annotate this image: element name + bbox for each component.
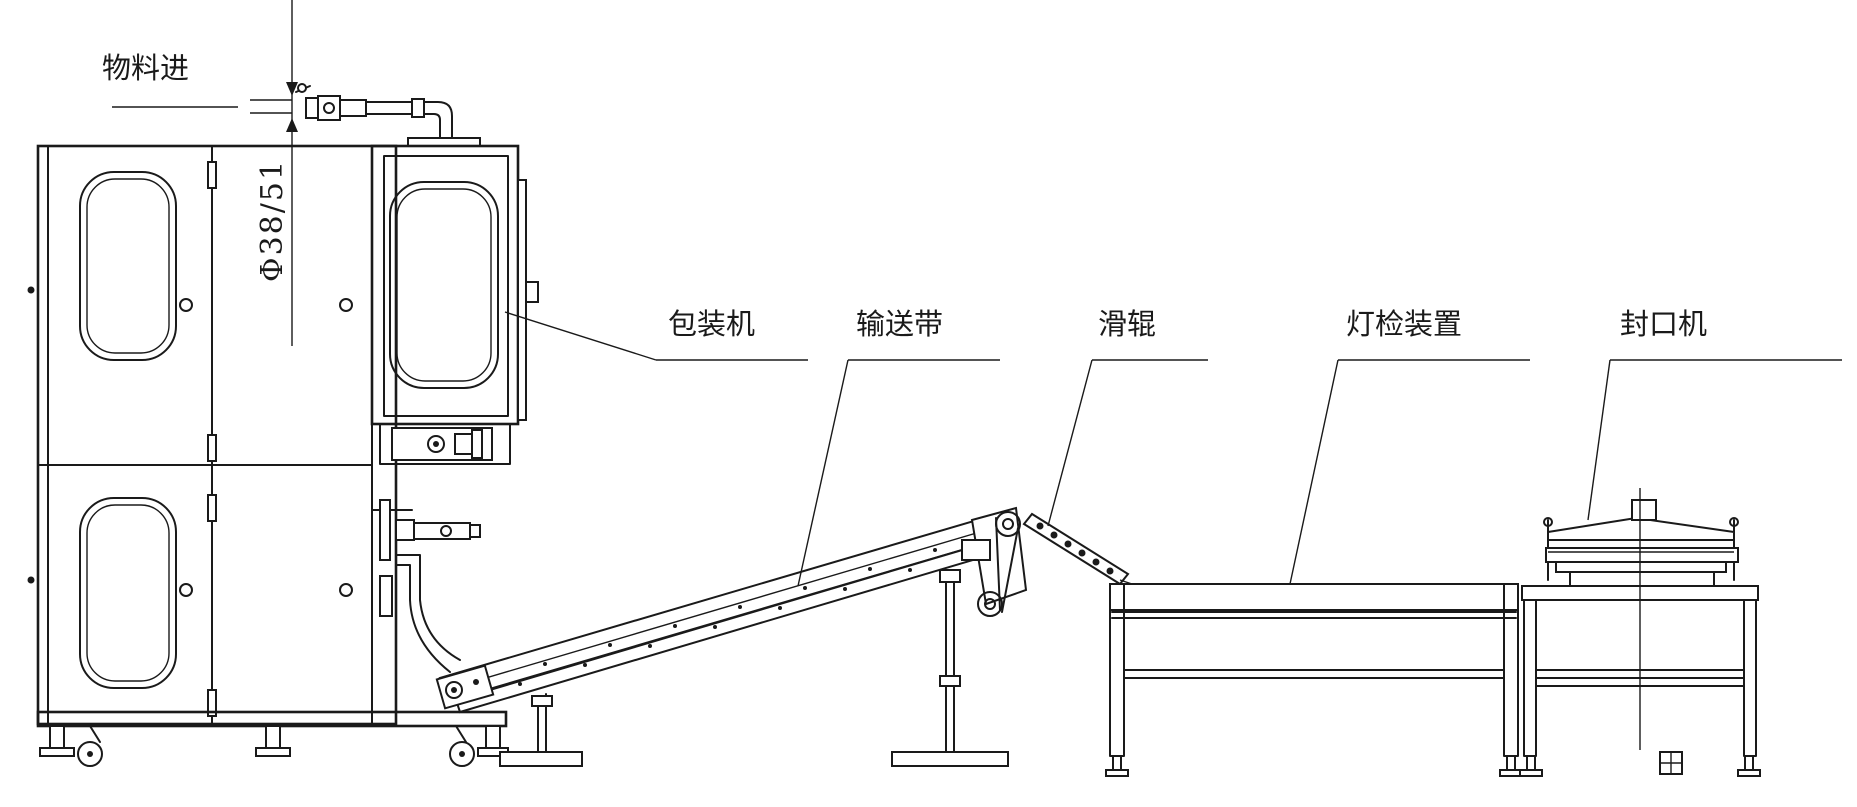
light-inspection-device	[1105, 583, 1523, 777]
sealing-machine-label: 封口机	[1620, 307, 1707, 341]
leader-lines	[504, 311, 1842, 587]
material-inlet	[112, 0, 481, 346]
material-inlet-label: 物料进	[102, 51, 189, 85]
conveyor-belt-label: 输送带	[856, 307, 943, 341]
packaging-machine	[27, 144, 539, 767]
packaging-machine-label: 包装机	[668, 307, 755, 341]
slide-roller	[1022, 512, 1133, 586]
conveyor-belt	[435, 506, 1028, 767]
pipe-diameter-label: Φ38/51	[255, 159, 290, 282]
slide-roller-label: 滑辊	[1098, 307, 1156, 341]
light-inspection-label: 灯检装置	[1346, 307, 1462, 341]
belt-rivets	[518, 548, 937, 686]
sealing-machine	[1519, 488, 1761, 777]
